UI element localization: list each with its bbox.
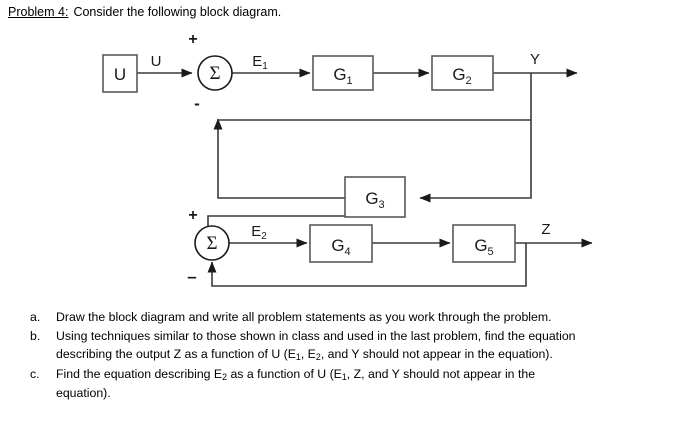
summer-sum1-minus-sign: - (194, 94, 200, 113)
text-run: as a function of U (E (227, 366, 342, 381)
signal-label-e1-text: E (252, 53, 262, 70)
subscript-text: 1 (295, 352, 301, 363)
block-diagram: Σ + - Σ + – U G1 G2 (0, 30, 693, 305)
signal-label-u-text: U (151, 53, 162, 70)
question-marker: a. (30, 310, 41, 324)
svg-text:G4: G4 (331, 236, 350, 258)
text-run: equation). (56, 386, 111, 400)
block-g5: G5 (452, 224, 516, 263)
block-g2: G2 (431, 55, 494, 91)
signal-label-e2-text: E (251, 223, 261, 240)
block-g1-label: G (333, 65, 346, 84)
block-g3-label: G (365, 189, 378, 208)
summer-sum2-plus-sign: + (188, 207, 197, 224)
block-g4-label: G (331, 236, 344, 255)
svg-text:G5: G5 (474, 236, 493, 258)
question-line: describing the output Z as a function of… (56, 345, 693, 365)
question-line: Find the equation describing E2 as a fun… (56, 365, 693, 385)
wire-z-feedback-to-sum2 (207, 243, 527, 287)
summer-sum2-glyph: Σ (206, 233, 217, 254)
question-marker: b. (30, 328, 41, 343)
summer-sum1-plus-sign: + (188, 31, 197, 48)
svg-text:G1: G1 (333, 65, 352, 87)
summer-sum2-minus-sign: – (187, 267, 196, 286)
signal-label-e1-subscript: 1 (262, 61, 268, 72)
text-run: Find the equation describing E (56, 366, 223, 381)
signal-label-z: Z (541, 221, 550, 238)
text-run: describing the output Z as a function of… (56, 347, 296, 361)
block-g3: G3 (344, 176, 406, 218)
block-g4-subscript: 4 (345, 246, 351, 258)
summer-sum2: Σ + – (187, 207, 230, 286)
block-g5-subscript: 5 (488, 246, 494, 258)
block-g5-label: G (474, 236, 487, 255)
text-run: , Z, and Y should not appear in the (346, 366, 536, 381)
signal-label-e2-subscript: 2 (261, 231, 267, 242)
subscript-text: 1 (341, 371, 347, 382)
text-run: Using techniques similar to those shown … (56, 328, 576, 343)
problem-prompt: Consider the following block diagram. (73, 5, 282, 19)
subscript-text: 2 (315, 352, 321, 363)
block-g4: G4 (309, 224, 373, 263)
block-g2-label: G (452, 65, 465, 84)
signal-label-e1: E1 (252, 53, 268, 72)
wire-g3-to-sum1 (213, 118, 345, 199)
block-g3-subscript: 3 (379, 199, 385, 211)
signal-label-z-text: Z (541, 221, 550, 238)
svg-text:G3: G3 (365, 189, 384, 211)
signal-label-u: U (151, 53, 162, 70)
summer-sum1: Σ + - (188, 31, 233, 113)
signal-label-e2: E2 (251, 223, 267, 242)
text-run: , and Y should not appear in the equatio… (320, 347, 553, 361)
svg-text:G2: G2 (452, 65, 471, 87)
block-g2-subscript: 2 (466, 75, 472, 87)
question-item: c. Find the equation describing E2 as a f… (0, 365, 693, 403)
problem-label: Problem 4: (8, 5, 69, 19)
block-g1-subscript: 1 (347, 75, 353, 87)
page-title: Problem 4: Consider the following block d… (8, 4, 281, 20)
question-item: a. Draw the block diagram and write all p… (0, 308, 693, 327)
question-line: Draw the block diagram and write all pro… (56, 308, 693, 327)
question-item: b. Using techniques similar to those show… (0, 327, 693, 365)
question-line: equation). (56, 384, 693, 403)
text-run: Draw the block diagram and write all pro… (56, 310, 552, 324)
text-run: , E (300, 347, 316, 361)
block-u-label: U (114, 65, 126, 84)
subscript-text: 2 (222, 371, 228, 382)
question-list: a. Draw the block diagram and write all p… (0, 308, 693, 403)
wire-y-branch-to-g3 (419, 73, 532, 203)
question-line: Using techniques similar to those shown … (56, 327, 693, 346)
question-marker: c. (30, 366, 40, 381)
signal-label-y-text: Y (530, 51, 540, 68)
signal-label-y: Y (530, 51, 540, 68)
summer-sum1-glyph: Σ (209, 63, 220, 84)
block-u: U (102, 54, 138, 93)
block-g1: G1 (312, 55, 374, 91)
